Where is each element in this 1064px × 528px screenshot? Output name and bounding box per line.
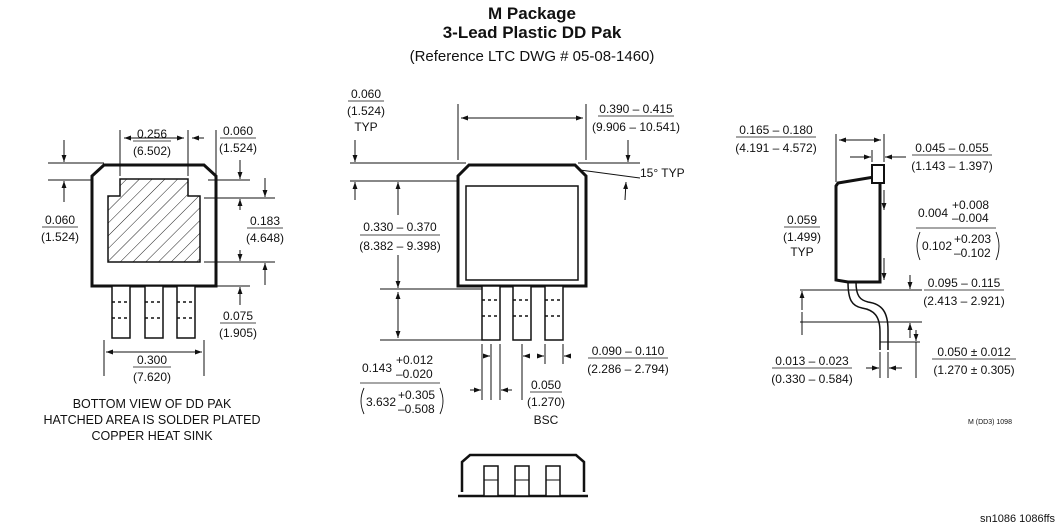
fv-height-mm: (8.382 – 9.398) (359, 239, 440, 253)
bv-inner-mm: (4.648) (246, 231, 284, 245)
bottom-dims (48, 130, 275, 376)
bv-gap-mm: (1.905) (219, 326, 257, 340)
package-title: M Package (488, 4, 576, 23)
document-id: sn1086 1086ffs (980, 513, 1056, 525)
side-lead (847, 281, 889, 350)
sv-foot-in: 0.095 – 0.115 (928, 276, 1001, 290)
front-body-outline (456, 163, 588, 288)
sv-off-base-mm: 0.102 (922, 239, 952, 253)
fv-tol-minus: –0.020 (396, 367, 433, 381)
fv-angle: 15° TYP (640, 166, 685, 180)
sv-stand-in: 0.050 ± 0.012 (937, 345, 1011, 359)
heat-sink-area (107, 178, 201, 263)
bv-left-in: 0.060 (45, 213, 75, 227)
front-view (350, 104, 641, 498)
bv-tab-mm: (1.524) (219, 141, 257, 155)
bottom-leads (111, 285, 196, 339)
sv-off-base: 0.004 (918, 206, 948, 220)
bv-left-mm: (1.524) (41, 230, 79, 244)
sv-off-plus: +0.008 (952, 198, 989, 212)
sv-body-mm: (4.191 – 4.572) (735, 141, 816, 155)
sv-thick-mm: (0.330 – 0.584) (771, 372, 852, 386)
fv-tol-plus-mm: +0.305 (398, 388, 435, 402)
bv-width-mm: (6.502) (133, 144, 171, 158)
front-view-labels: 0.060 (1.524) TYP 0.390 – 0.415 (9.906 –… (347, 87, 685, 427)
side-body (834, 174, 882, 284)
fv-width-mm: (9.906 – 10.541) (592, 120, 680, 134)
bottom-view-labels: 0.256 (6.502) 0.060 (1.524) 0.060 (1.524… (41, 124, 284, 443)
sv-off-minus: –0.004 (952, 211, 989, 225)
bv-note-1: BOTTOM VIEW OF DD PAK (73, 397, 232, 411)
sv-off-plus-mm: +0.203 (954, 232, 991, 246)
side-view-labels: 0.165 – 0.180 (4.191 – 4.572) 0.045 – 0.… (735, 123, 1055, 525)
sv-typ-mm: (1.499) (783, 230, 821, 244)
bv-width-in: 0.256 (137, 127, 167, 141)
front-leads (481, 285, 564, 341)
fv-lead-in: 0.090 – 0.110 (592, 344, 665, 358)
fv-pitch-mm: (1.270) (527, 395, 565, 409)
sv-stand-mm: (1.270 ± 0.305) (933, 363, 1014, 377)
reference-drawing: (Reference LTC DWG # 05-08-1460) (409, 48, 655, 65)
fv-height-in: 0.330 – 0.370 (363, 220, 437, 234)
bv-tab-in: 0.060 (223, 124, 253, 138)
fv-tol-base: 0.143 (362, 361, 392, 375)
fv-typ-in: 0.060 (351, 87, 381, 101)
sv-typ-in: 0.059 (787, 213, 817, 227)
bv-note-2: HATCHED AREA IS SOLDER PLATED (44, 413, 261, 427)
front-dims (350, 104, 641, 400)
sv-tab-in: 0.045 – 0.055 (915, 141, 989, 155)
side-dims (799, 134, 922, 378)
fv-tol-plus: +0.012 (396, 353, 433, 367)
end-view (458, 453, 588, 498)
fv-tol-minus-mm: –0.508 (398, 402, 435, 416)
fv-width-in: 0.390 – 0.415 (599, 102, 673, 116)
sv-typ-label: TYP (790, 245, 813, 259)
bv-overall-mm: (7.620) (133, 370, 171, 384)
sv-off-minus-mm: –0.102 (954, 246, 991, 260)
drawing-code: M (DD3) 1098 (968, 419, 1012, 426)
fv-pitch-in: 0.050 (531, 378, 561, 392)
bv-gap-in: 0.075 (223, 309, 253, 323)
fv-typ-mm: (1.524) (347, 104, 385, 118)
front-body-inner (465, 185, 579, 281)
side-tab (871, 164, 885, 184)
package-subtitle: 3-Lead Plastic DD Pak (442, 23, 622, 42)
side-view (799, 134, 922, 378)
sv-foot-mm: (2.413 – 2.921) (923, 294, 1004, 308)
sv-body-in: 0.165 – 0.180 (739, 123, 813, 137)
bv-note-3: COPPER HEAT SINK (91, 429, 213, 443)
sv-thick-in: 0.013 – 0.023 (775, 354, 849, 368)
bottom-view (48, 130, 275, 376)
fv-pitch-label: BSC (534, 413, 559, 427)
bv-inner-in: 0.183 (250, 214, 280, 228)
bv-overall-in: 0.300 (137, 353, 167, 367)
sv-tab-mm: (1.143 – 1.397) (911, 159, 992, 173)
fv-tol-base-mm: 3.632 (366, 395, 396, 409)
fv-typ-label: TYP (354, 120, 377, 134)
fv-lead-mm: (2.286 – 2.794) (587, 362, 668, 376)
